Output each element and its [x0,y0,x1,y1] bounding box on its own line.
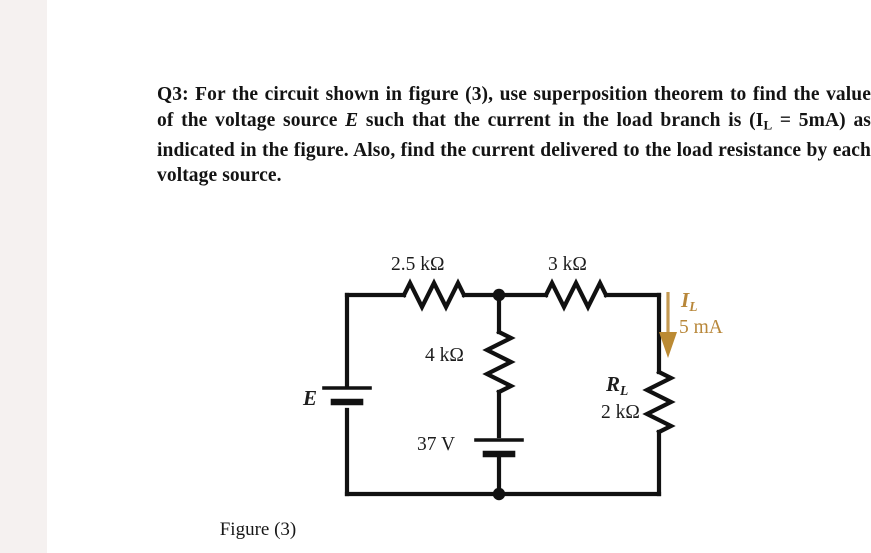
subscript-L-inline: L [763,117,773,133]
junction-node-top [492,288,506,302]
question-body-part1: For the circuit shown in figure (3), use… [157,84,871,131]
label-source-E: E [303,386,318,410]
question-body-part2: such that the current in the load branch… [358,109,764,131]
rl-letter: R [606,372,621,396]
resistor-R3-4k [482,329,516,395]
figure-caption-text: Figure (3) [219,519,297,540]
current-letter: I [681,288,690,312]
symbol-E-inline: E [345,109,359,131]
label-resistor-RL-name: RL [606,372,628,399]
label-resistor-R3: 4 kΩ [425,345,464,366]
label-current-value: 5 mA [679,317,723,338]
figure-caption: Figure (3) [0,519,871,541]
resistor-RL-2k [642,369,676,435]
label-source-37v: 37 V [417,434,456,455]
label-current-symbol: IL [681,288,697,315]
resistor-R1-2p5k [401,278,467,312]
label-resistor-R2: 3 kΩ [548,254,587,275]
current-subscript: L [689,299,698,315]
junction-node-bottom [492,487,506,501]
scanned-margin-band [0,0,47,553]
resistor-R2-3k [543,278,609,312]
current-arrow-IL [659,292,677,358]
question-body-part3: = 5mA) as indicated in the figure. Also,… [157,109,871,187]
label-resistor-RL-value: 2 kΩ [601,402,640,423]
question-paragraph: Q3: For the circuit shown in figure (3),… [157,82,871,189]
label-resistor-R1: 2.5 kΩ [391,254,445,275]
rl-subscript: L [620,383,629,399]
question-number: Q3: [157,84,196,105]
